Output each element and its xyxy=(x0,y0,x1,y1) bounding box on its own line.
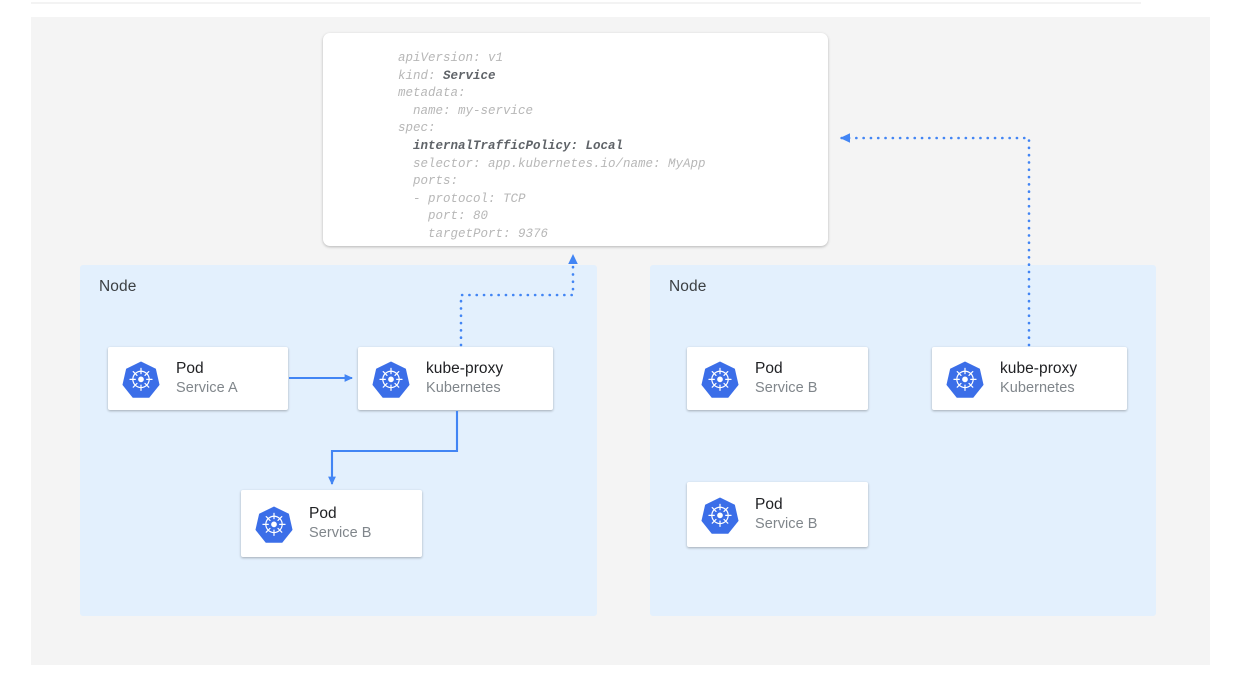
yaml-line: ports: xyxy=(398,174,459,189)
yaml-line: spec: xyxy=(398,121,436,136)
card-title: Pod xyxy=(755,495,783,513)
card-pod-service-b-right-top[interactable]: Pod Service B xyxy=(687,347,868,410)
card-text: Pod Service B xyxy=(755,360,818,397)
card-title: kube-proxy xyxy=(426,359,504,377)
card-title: Pod xyxy=(176,359,204,377)
card-subtitle: Service B xyxy=(309,525,372,542)
kubernetes-icon xyxy=(255,505,293,543)
card-title: Pod xyxy=(755,359,783,377)
card-subtitle: Kubernetes xyxy=(1000,380,1075,397)
card-text: Pod Service B xyxy=(755,496,818,533)
card-text: kube-proxy Kubernetes xyxy=(426,360,503,397)
card-subtitle: Service B xyxy=(755,516,818,533)
yaml-line: - protocol: TCP xyxy=(398,191,526,206)
yaml-line: internalTrafficPolicy: Local xyxy=(398,138,624,153)
yaml-line: port: 80 xyxy=(398,209,489,224)
card-text: Pod Service B xyxy=(309,505,372,542)
card-pod-service-b-left[interactable]: Pod Service B xyxy=(241,490,422,557)
node-label-right: Node xyxy=(669,278,707,295)
card-subtitle: Service B xyxy=(755,380,818,397)
yaml-token-emphasis: Service xyxy=(443,68,496,83)
node-container-right: Node xyxy=(650,265,1156,616)
card-kube-proxy-left[interactable]: kube-proxy Kubernetes xyxy=(358,347,553,410)
yaml-line: apiVersion: v1 xyxy=(398,51,504,65)
card-pod-service-a[interactable]: Pod Service A xyxy=(108,347,288,410)
kubernetes-icon xyxy=(122,360,160,398)
top-rule-divider xyxy=(31,2,1141,4)
yaml-line: kind: Service xyxy=(398,68,496,83)
card-text: Pod Service A xyxy=(176,360,238,397)
kubernetes-icon xyxy=(946,360,984,398)
card-pod-service-b-right-bottom[interactable]: Pod Service B xyxy=(687,482,868,547)
kubernetes-icon xyxy=(701,360,739,398)
card-text: kube-proxy Kubernetes xyxy=(1000,360,1077,397)
card-subtitle: Kubernetes xyxy=(426,380,501,397)
card-subtitle: Service A xyxy=(176,380,238,397)
yaml-line: targetPort: 9376 xyxy=(398,226,549,241)
node-label-left: Node xyxy=(99,278,137,295)
kubernetes-icon xyxy=(372,360,410,398)
kubernetes-icon xyxy=(701,496,739,534)
card-title: kube-proxy xyxy=(1000,359,1078,377)
card-kube-proxy-right[interactable]: kube-proxy Kubernetes xyxy=(932,347,1127,410)
node-container-left: Node xyxy=(80,265,597,616)
yaml-line: metadata: xyxy=(398,86,466,101)
service-yaml-code: apiVersion: v1 kind: Service metadata: nam… xyxy=(398,50,706,244)
yaml-line: selector: app.kubernetes.io/name: MyApp xyxy=(398,156,706,171)
service-config-card: apiVersion: v1 kind: Service metadata: nam… xyxy=(323,33,828,246)
card-title: Pod xyxy=(309,504,337,522)
yaml-line: name: my-service xyxy=(398,103,534,118)
